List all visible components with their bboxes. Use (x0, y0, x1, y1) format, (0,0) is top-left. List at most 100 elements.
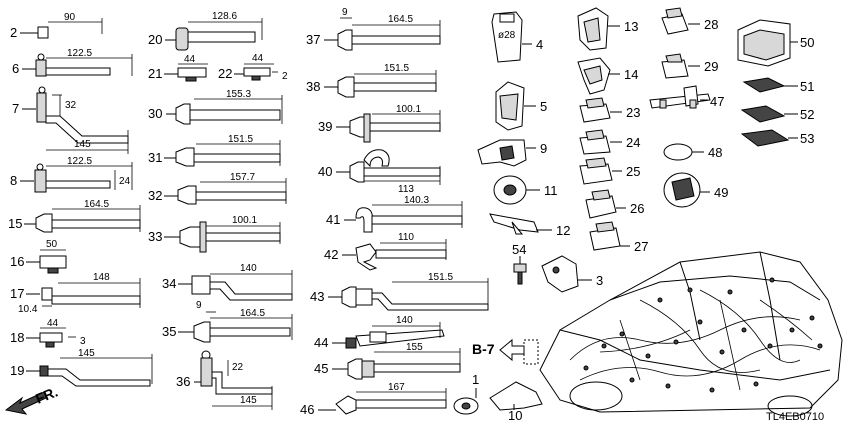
part-19: 19 145 (10, 348, 153, 387)
dim-2: 90 (64, 12, 76, 23)
dim-35b: 164.5 (240, 308, 265, 319)
dim-15: 164.5 (84, 199, 109, 210)
dim-4: ø28 (498, 30, 516, 41)
part-15: 15 164.5 (8, 199, 141, 233)
front-label: FR. (33, 383, 60, 406)
callout-37: 37 (306, 32, 320, 47)
dim-41: 140.3 (404, 195, 429, 206)
callout-7: 7 (12, 101, 19, 116)
part-53: 53 (740, 129, 814, 147)
dim-40: 113 (398, 184, 414, 195)
vehicle-harness-overview (539, 251, 843, 417)
callout-16: 16 (10, 254, 24, 269)
callout-11: 11 (544, 183, 558, 198)
dim-36a: 22 (232, 362, 244, 373)
part-38: 38 151.5 (306, 63, 437, 98)
part-30: 30 155.3 (148, 89, 283, 125)
dim-8b: 24 (119, 176, 131, 187)
part-41: 41 140.3 (326, 195, 463, 233)
part-16: 16 50 (10, 239, 67, 274)
callout-39: 39 (318, 119, 332, 134)
callout-13: 13 (624, 19, 638, 34)
ref-b7: B-7 (472, 338, 539, 365)
part-24: 24 (579, 129, 640, 155)
part-43: 43 151.5 (310, 272, 489, 311)
part-21: 21 44 (148, 54, 208, 82)
part-45: 45 155 (314, 342, 461, 380)
dim-16: 50 (46, 239, 58, 250)
callout-18: 18 (10, 330, 24, 345)
part-29: 29 (661, 53, 718, 79)
callout-26: 26 (630, 201, 644, 216)
dim-20: 128.6 (212, 11, 237, 22)
dim-17b: 10.4 (18, 304, 38, 315)
dim-43: 151.5 (428, 272, 453, 283)
part-52: 52 (740, 105, 814, 123)
dim-32: 157.7 (230, 172, 255, 183)
callout-23: 23 (626, 105, 640, 120)
callout-22: 22 (218, 66, 232, 81)
part-46: 46 167 (300, 382, 447, 417)
callout-8: 8 (10, 173, 17, 188)
part-9: 9 (477, 139, 547, 167)
callout-47: 47 (710, 94, 724, 109)
dim-31: 151.5 (228, 134, 253, 145)
diagram-code: TL4EB0710 (766, 411, 824, 423)
callout-20: 20 (148, 32, 162, 47)
callout-29: 29 (704, 59, 718, 74)
part-42: 42 110 (324, 232, 447, 271)
dim-46: 167 (388, 382, 405, 393)
dim-39: 100.1 (396, 104, 421, 115)
part-51: 51 (742, 77, 814, 94)
part-34: 34 140 (162, 263, 293, 301)
part-10: 10 (489, 381, 543, 423)
part-12: 12 (489, 213, 570, 238)
callout-2: 2 (10, 25, 17, 40)
part-44: 44 140 (314, 315, 445, 350)
part-54: 54 (512, 242, 527, 285)
dim-7a: 32 (65, 100, 77, 111)
part-6: 6 122.5 (12, 48, 133, 77)
part-14: 14 (577, 57, 638, 95)
callout-21: 21 (148, 66, 162, 81)
callout-32: 32 (148, 188, 162, 203)
callout-42: 42 (324, 247, 338, 262)
callout-44: 44 (314, 335, 328, 350)
part-26: 26 (585, 189, 644, 219)
callout-24: 24 (626, 135, 640, 150)
part-5: 5 (495, 81, 547, 131)
part-28: 28 (661, 7, 718, 35)
callout-52: 52 (800, 107, 814, 122)
part-23: 23 (579, 97, 640, 123)
dim-36b: 145 (240, 395, 257, 406)
part-36: 36 22 145 (176, 350, 273, 410)
callout-33: 33 (148, 229, 162, 244)
dim-18a: 44 (47, 318, 59, 329)
callout-27: 27 (634, 239, 648, 254)
dim-7b: 145 (74, 139, 91, 150)
dim-45: 155 (406, 342, 423, 353)
dim-17a: 148 (93, 272, 110, 283)
dim-6: 122.5 (67, 48, 92, 59)
part-1: 1 (453, 372, 479, 415)
part-2: 2 90 (10, 12, 103, 40)
part-47: 47 (649, 85, 724, 109)
part-50: 50 (737, 19, 814, 67)
dim-35a: 9 (196, 300, 202, 311)
part-27: 27 (589, 221, 648, 254)
callout-5: 5 (540, 99, 547, 114)
callout-15: 15 (8, 216, 22, 231)
dim-44: 140 (396, 315, 413, 326)
dim-38: 151.5 (384, 63, 409, 74)
callout-9: 9 (540, 141, 547, 156)
dim-19: 145 (78, 348, 95, 359)
callout-36: 36 (176, 374, 190, 389)
dim-30: 155.3 (226, 89, 251, 100)
callout-49: 49 (714, 185, 728, 200)
dim-21: 44 (184, 54, 196, 65)
part-22: 22 44 2 (218, 53, 288, 82)
dim-37b: 164.5 (388, 14, 413, 25)
dim-22a: 44 (252, 53, 264, 64)
callout-48: 48 (708, 145, 722, 160)
